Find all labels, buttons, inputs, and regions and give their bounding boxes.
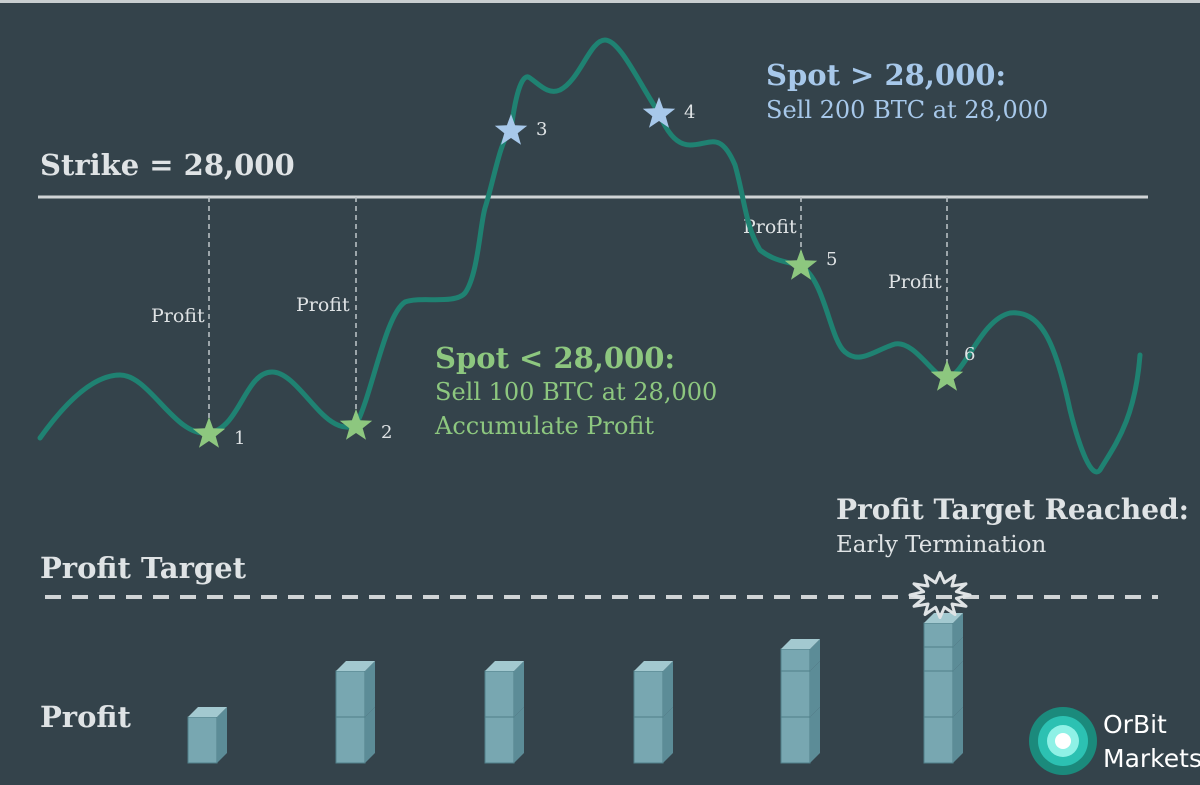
cube-front-face xyxy=(484,716,515,764)
cube-front-face xyxy=(484,670,515,718)
profit-cube xyxy=(780,661,820,718)
profit-stack-6 xyxy=(923,613,963,764)
spot-below-title: Spot < 28,000: xyxy=(435,341,675,375)
spot-above-action: Sell 200 BTC at 28,000 xyxy=(766,96,1048,124)
profit-cube xyxy=(923,637,963,672)
profit-stack-2 xyxy=(335,661,375,764)
cube-side-face xyxy=(514,661,524,717)
cube-front-face xyxy=(780,670,811,718)
cube-front-face xyxy=(780,716,811,764)
point-label-4: 4 xyxy=(684,102,695,123)
star-marker-5 xyxy=(784,249,818,280)
cube-front-face xyxy=(633,716,664,764)
profit-axis-label: Profit xyxy=(40,700,132,734)
cube-side-face xyxy=(514,707,524,763)
point-label-3: 3 xyxy=(536,119,547,140)
cube-top-face xyxy=(188,707,227,717)
logo-text-orbit: OrBit xyxy=(1103,710,1167,739)
profit-stack-3 xyxy=(484,661,524,764)
logo-text-markets: Markets xyxy=(1103,744,1200,773)
cube-side-face xyxy=(365,661,375,717)
cube-side-face xyxy=(810,661,820,717)
profit-cube xyxy=(923,661,963,718)
profit-cube xyxy=(633,707,673,764)
point-label-1: 1 xyxy=(234,428,245,449)
profit-cube xyxy=(335,661,375,718)
cube-front-face xyxy=(187,716,218,764)
orbit-markets-logo xyxy=(1029,707,1097,775)
target-burst-icon xyxy=(908,571,972,619)
profit-cube xyxy=(187,707,227,764)
star-marker-3 xyxy=(494,114,528,145)
cube-front-face xyxy=(633,670,664,718)
cube-top-face xyxy=(634,661,673,671)
cube-front-face xyxy=(923,670,954,718)
cube-side-face xyxy=(953,661,963,717)
star-marker-4 xyxy=(642,97,676,128)
profit-stack-5 xyxy=(780,639,820,764)
cube-side-face xyxy=(365,707,375,763)
cube-front-face xyxy=(923,646,954,672)
cube-side-face xyxy=(217,707,227,763)
cube-side-face xyxy=(953,637,963,671)
spot-price-curve xyxy=(37,37,1143,475)
profit-cube xyxy=(923,707,963,764)
star-marker-2 xyxy=(339,409,373,440)
point-label-6: 6 xyxy=(964,344,975,365)
profit-stack-4 xyxy=(633,661,673,764)
star-marker-1 xyxy=(192,417,226,448)
strike-label: Strike = 28,000 xyxy=(40,148,295,182)
profit-label-1: Profit xyxy=(151,305,205,327)
profit-target-label: Profit Target xyxy=(40,551,247,585)
point-label-5: 5 xyxy=(826,249,837,270)
cube-front-face xyxy=(923,716,954,764)
profit-cube xyxy=(923,613,963,648)
cube-front-face xyxy=(335,716,366,764)
cube-side-face xyxy=(953,707,963,763)
cube-front-face xyxy=(923,622,954,648)
cube-front-face xyxy=(335,670,366,718)
cube-side-face xyxy=(810,707,820,763)
point-label-2: 2 xyxy=(381,422,392,443)
profit-label-6: Profit xyxy=(888,271,942,293)
logo-core xyxy=(1055,733,1071,749)
profit-label-5: Profit xyxy=(743,216,797,238)
profit-cube xyxy=(484,661,524,718)
star-marker-6 xyxy=(930,360,964,391)
cube-top-face xyxy=(485,661,524,671)
profit-cube xyxy=(780,639,820,672)
profit-cube xyxy=(484,707,524,764)
cube-top-face xyxy=(924,613,963,623)
cube-side-face xyxy=(663,661,673,717)
early-termination-label: Early Termination xyxy=(836,532,1046,558)
spot-below-accumulate: Accumulate Profit xyxy=(434,412,654,440)
cube-top-face xyxy=(781,639,820,649)
cube-side-face xyxy=(953,613,963,647)
cube-top-face xyxy=(336,661,375,671)
target-reached-title: Profit Target Reached: xyxy=(836,493,1189,526)
cube-front-face xyxy=(780,648,811,672)
profit-cube xyxy=(633,661,673,718)
cube-side-face xyxy=(663,707,673,763)
profit-label-2: Profit xyxy=(296,294,350,316)
spot-above-title: Spot > 28,000: xyxy=(766,58,1006,92)
profit-stack-1 xyxy=(187,707,227,764)
profit-cube xyxy=(780,707,820,764)
cube-side-face xyxy=(810,639,820,671)
spot-below-action: Sell 100 BTC at 28,000 xyxy=(435,378,717,406)
